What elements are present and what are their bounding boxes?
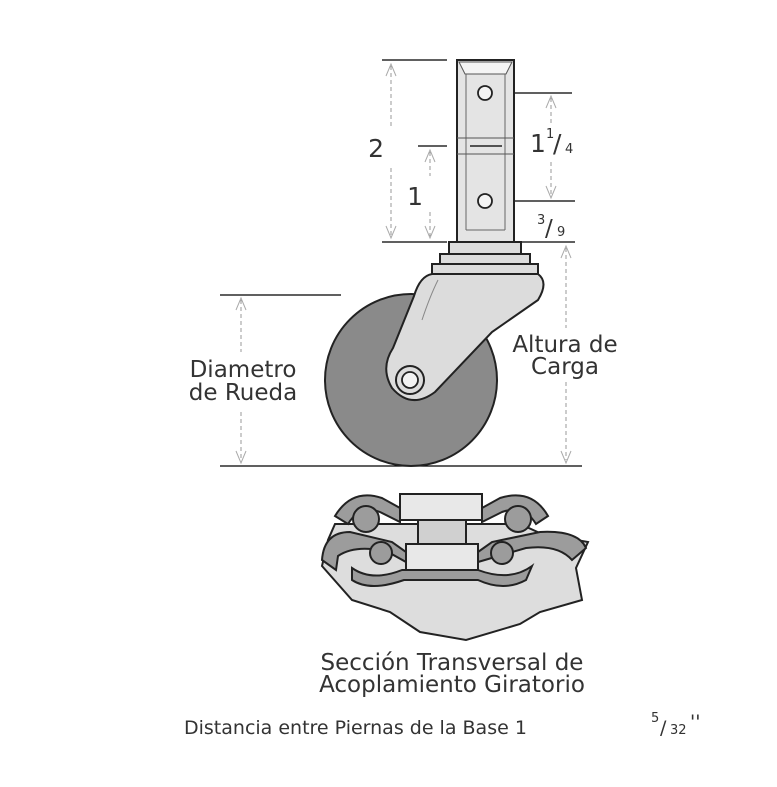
svg-text:/: /	[660, 717, 667, 739]
svg-text:4: 4	[565, 142, 573, 157]
caster-fork	[385, 273, 545, 401]
dim-3-9-label: 3 / 9	[537, 213, 565, 242]
stem-hole-top	[477, 85, 493, 101]
svg-text:32: 32	[670, 723, 687, 738]
svg-text:9: 9	[557, 225, 565, 240]
diametro-label-line1: Diametro	[190, 357, 297, 383]
dim-1-label: 1	[407, 182, 423, 211]
swivel-cross-section	[320, 493, 590, 642]
svg-text:/: /	[545, 216, 553, 242]
swivel-plate	[431, 241, 539, 275]
axle-inner	[401, 371, 419, 389]
caster-stem	[456, 59, 515, 243]
stem-hole-bottom	[477, 193, 493, 209]
bearing-ball	[504, 505, 532, 533]
svg-text:Distancia entre Piernas de la: Distancia entre Piernas de la Base 1	[184, 717, 527, 739]
dim-2-label: 2	[368, 134, 384, 163]
distancia-caption: Distancia entre Piernas de la Base 1 5 /…	[184, 711, 700, 739]
dim-1-1-4-label: 1 1 / 4	[530, 127, 573, 158]
dimension-arrows	[235, 62, 572, 465]
diametro-label-line2: de Rueda	[189, 380, 297, 406]
svg-text:/: /	[553, 129, 562, 158]
bearing-ball	[369, 541, 393, 565]
altura-label-line1: Altura de	[512, 332, 617, 358]
svg-text:'': ''	[690, 711, 700, 733]
svg-text:3: 3	[537, 213, 545, 228]
svg-text:1: 1	[530, 129, 546, 158]
seccion-caption-line2: Acoplamiento Giratorio	[319, 672, 585, 698]
altura-label-line2: Carga	[531, 354, 599, 380]
svg-text:1: 1	[546, 127, 554, 142]
svg-text:5: 5	[651, 711, 659, 726]
bearing-ball	[490, 541, 514, 565]
seccion-caption-line1: Sección Transversal de	[321, 650, 584, 676]
bearing-ball	[352, 505, 380, 533]
